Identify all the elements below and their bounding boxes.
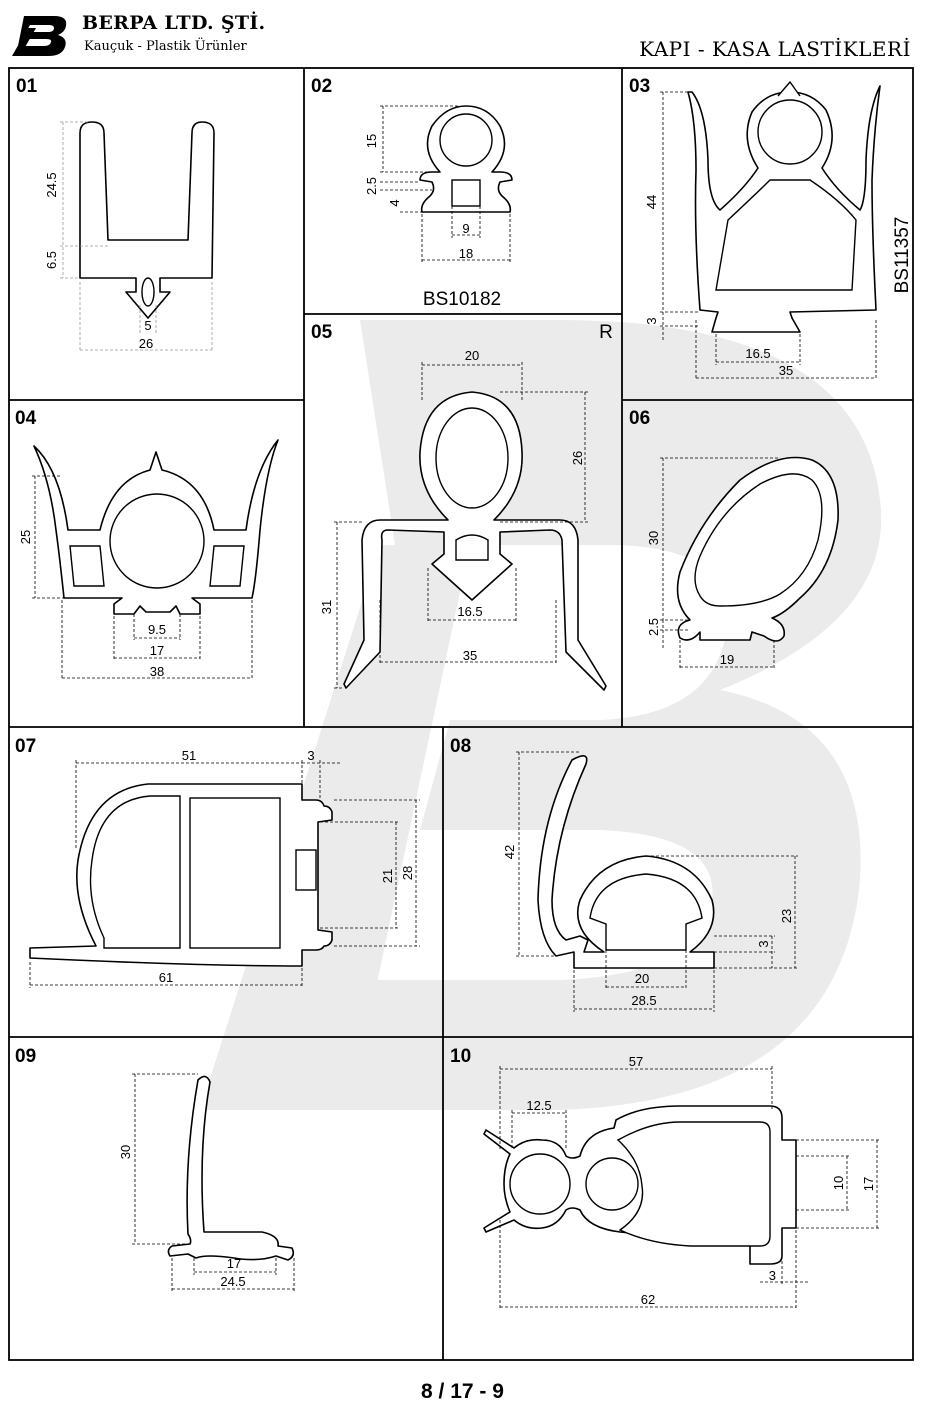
page-number: 8 / 17 - 9 [421,1380,504,1403]
dimension-label: 20 [465,348,479,363]
profile-id: 03 [629,76,650,97]
dimension-label: 26 [139,336,153,351]
profile-mark: R [599,322,613,343]
profile-id: 09 [15,1046,36,1067]
product-code: BS11357 [892,217,913,294]
dimension-label: 18 [459,246,473,261]
dimension-label: 3 [769,1268,776,1283]
dimension-label: 2.5 [646,618,661,636]
profile-id: 02 [311,76,332,97]
dimension-label: 31 [319,600,334,614]
profile-id: 04 [15,408,37,429]
profile-id: 08 [450,736,471,757]
dimension-label: 35 [779,363,793,378]
dimension-label: 19 [720,652,734,667]
profile-08: 08 42 23 3 20 28.5 [450,736,798,1012]
dimension-label: 30 [646,531,661,545]
dimension-label: 35 [463,648,477,663]
dimension-label: 57 [629,1054,643,1069]
dimension-label: 42 [502,845,517,859]
dimension-label: 3 [644,317,659,324]
dimension-label: 17 [861,1177,876,1191]
dimension-label: 12.5 [526,1098,551,1113]
grid-lines [8,67,914,1361]
dimension-label: 3 [307,748,314,763]
dimension-label: 23 [779,909,794,923]
dimension-label: 2.5 [364,177,379,195]
profile-id: 06 [629,408,650,429]
profile-10: 10 57 12.5 10 17 3 62 [450,1046,880,1310]
company-name: BERPA LTD. ŞTİ. [82,12,266,34]
dimension-label: 24.5 [44,172,59,197]
dimension-label: 51 [182,748,196,763]
profile-04: 04 25 9.5 17 38 [15,408,279,680]
profile-id: 01 [16,76,38,97]
berpa-logo-icon [12,16,67,56]
dimension-label: 61 [159,970,173,985]
document-title: KAPI - KASA LASTİKLERİ [639,37,911,61]
dimension-label: 10 [831,1176,846,1190]
dimension-label: 9.5 [148,622,166,637]
profile-id: 07 [15,736,36,757]
profile-id: 10 [450,1046,471,1067]
profile-01: 01 24.5 6.5 5 26 [16,76,215,352]
product-code: BS10182 [423,289,501,310]
dimension-label: 28.5 [631,993,656,1008]
dimension-label: 6.5 [44,251,59,269]
watermark-logo-icon [200,320,882,1110]
dimension-label: 38 [150,664,164,679]
profile-09: 09 30 17 24.5 [15,1046,295,1292]
profile-02: 02 15 2.5 4 9 18 BS10182 [311,76,513,310]
dimension-label: 3 [756,940,771,947]
dimension-label: 4 [387,199,402,206]
dimension-label: 16.5 [457,604,482,619]
profile-07: 07 51 3 21 28 61 [15,736,420,988]
dimension-label: 17 [150,643,164,658]
profile-05: 05 R 20 26 31 16.5 35 [311,322,613,691]
dimension-label: 28 [400,866,415,880]
dimension-label: 62 [641,1292,655,1307]
company-subtitle: Kauçuk - Plastik Ürünler [84,39,247,54]
dimension-label: 25 [18,530,33,544]
dimension-label: 5 [144,318,151,333]
dimension-label: 15 [364,134,379,148]
profile-06: 06 30 2.5 19 [629,408,839,670]
dimension-label: 17 [227,1256,241,1271]
profile-03: 03 44 3 16.5 35 BS11357 [629,76,913,380]
dimension-label: 44 [644,195,659,209]
dimension-label: 20 [635,971,649,986]
dimension-label: 21 [380,869,395,883]
dimension-label: 16.5 [745,346,770,361]
dimension-label: 30 [118,1145,133,1159]
dimension-label: 26 [570,451,585,465]
dimension-label: 24.5 [220,1274,245,1289]
page-header: BERPA LTD. ŞTİ. Kauçuk - Plastik Ürünler… [0,0,925,68]
dimension-label: 9 [462,221,469,236]
profile-id: 05 [311,322,333,343]
